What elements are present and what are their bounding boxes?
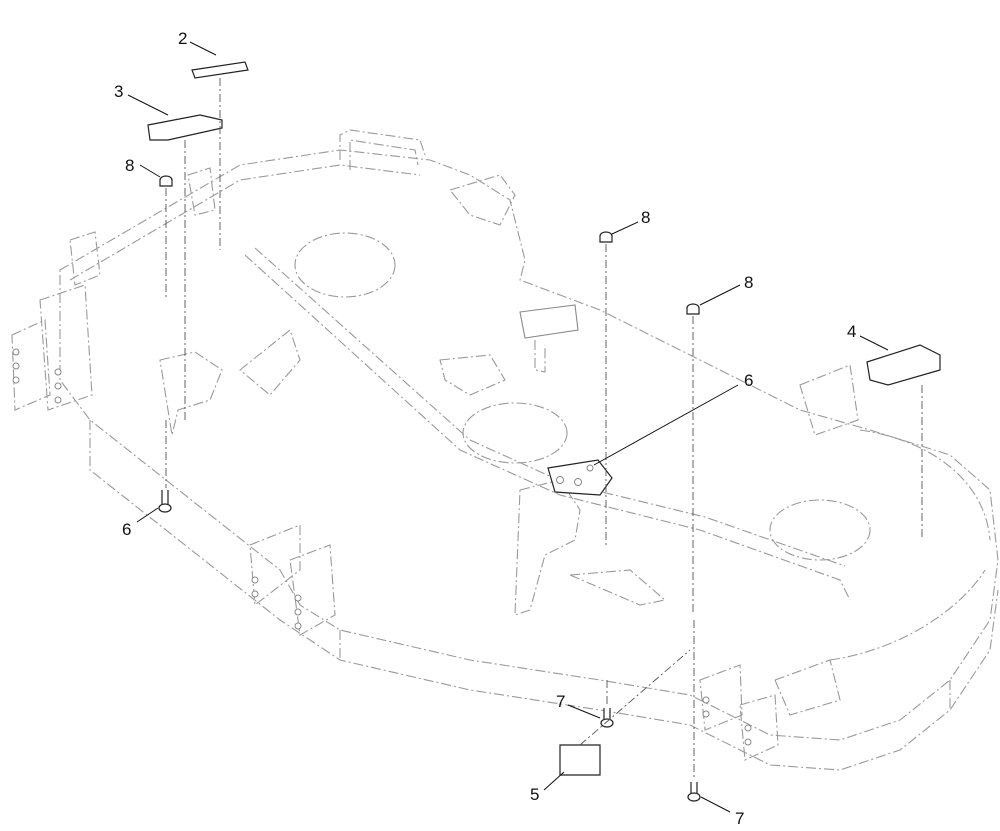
decal-part-5 (559, 744, 601, 776)
callout-6-left: 6 (122, 520, 131, 539)
callout-7-right: 7 (735, 809, 744, 828)
decal-part-4 (866, 344, 941, 386)
parts-decals (147, 61, 941, 776)
callout-4: 4 (847, 322, 856, 341)
callout-5: 5 (530, 785, 539, 804)
nut-part-8-mid (599, 231, 613, 243)
mower-deck-outline (59, 129, 999, 771)
nut-part-8-left (159, 175, 173, 187)
callout-numbers: 2 3 8 8 8 4 6 6 7 5 7 (114, 29, 856, 828)
hardware (158, 175, 701, 802)
bolt-part-6-left (158, 490, 172, 513)
decal-part-2 (191, 61, 249, 79)
callout-8-mid: 8 (641, 208, 650, 227)
callout-8-right: 8 (744, 273, 753, 292)
bolt-part-7-right (687, 782, 701, 802)
assembly-center-lines (165, 78, 923, 780)
callout-2: 2 (178, 29, 187, 48)
callout-7-mid: 7 (556, 692, 565, 711)
deck-brackets (11, 167, 859, 761)
callout-8-left: 8 (125, 156, 134, 175)
nut-part-8-right (686, 303, 700, 315)
bolt-part-7-mid (600, 708, 614, 728)
callout-3: 3 (114, 82, 123, 101)
callout-leaders (127, 41, 889, 813)
callout-6-right: 6 (744, 371, 753, 390)
decal-part-3 (147, 114, 223, 141)
